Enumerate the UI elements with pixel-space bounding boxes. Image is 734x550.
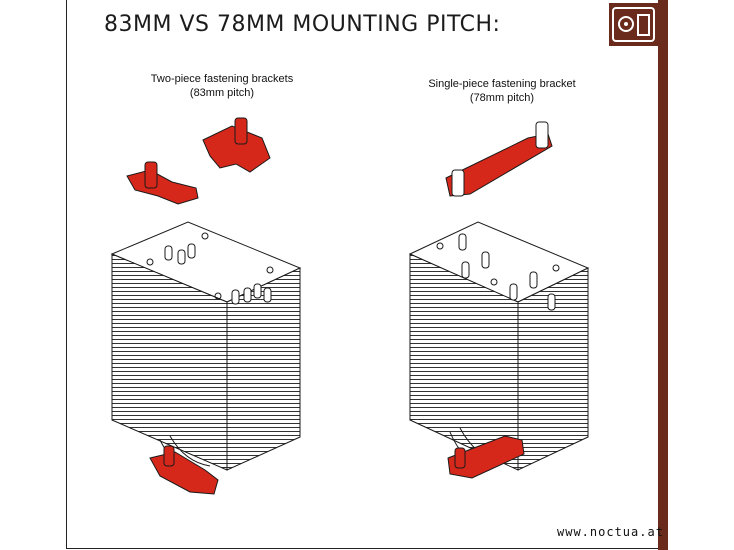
single-piece-caption-line2: (78mm pitch) — [469, 92, 535, 104]
right-base-screw — [454, 447, 466, 469]
left-base-screw — [163, 445, 175, 467]
two-piece-caption-line1: Two-piece fastening brackets — [150, 73, 294, 85]
single-piece-caption-line1: Single-piece fastening bracket — [428, 78, 576, 90]
two-piece-bracket-lower — [126, 161, 199, 205]
single-piece-bracket — [445, 121, 553, 197]
noctua-owl-icon — [609, 3, 658, 46]
two-piece-caption-line2: (83mm pitch) — [189, 87, 255, 99]
page-title: 83MM VS 78MM MOUNTING PITCH: — [104, 12, 501, 37]
left-cooler-heatsink — [110, 221, 302, 473]
website-url: www.noctua.at — [557, 525, 664, 539]
single-piece-caption: Single-piece fastening bracket (78mm pit… — [420, 77, 584, 105]
two-piece-bracket-upper — [202, 117, 271, 173]
right-base-bracket — [447, 435, 525, 479]
brand-side-bar — [658, 0, 668, 550]
right-cooler-heatsink — [408, 221, 590, 471]
two-piece-caption: Two-piece fastening brackets (83mm pitch… — [137, 72, 307, 100]
